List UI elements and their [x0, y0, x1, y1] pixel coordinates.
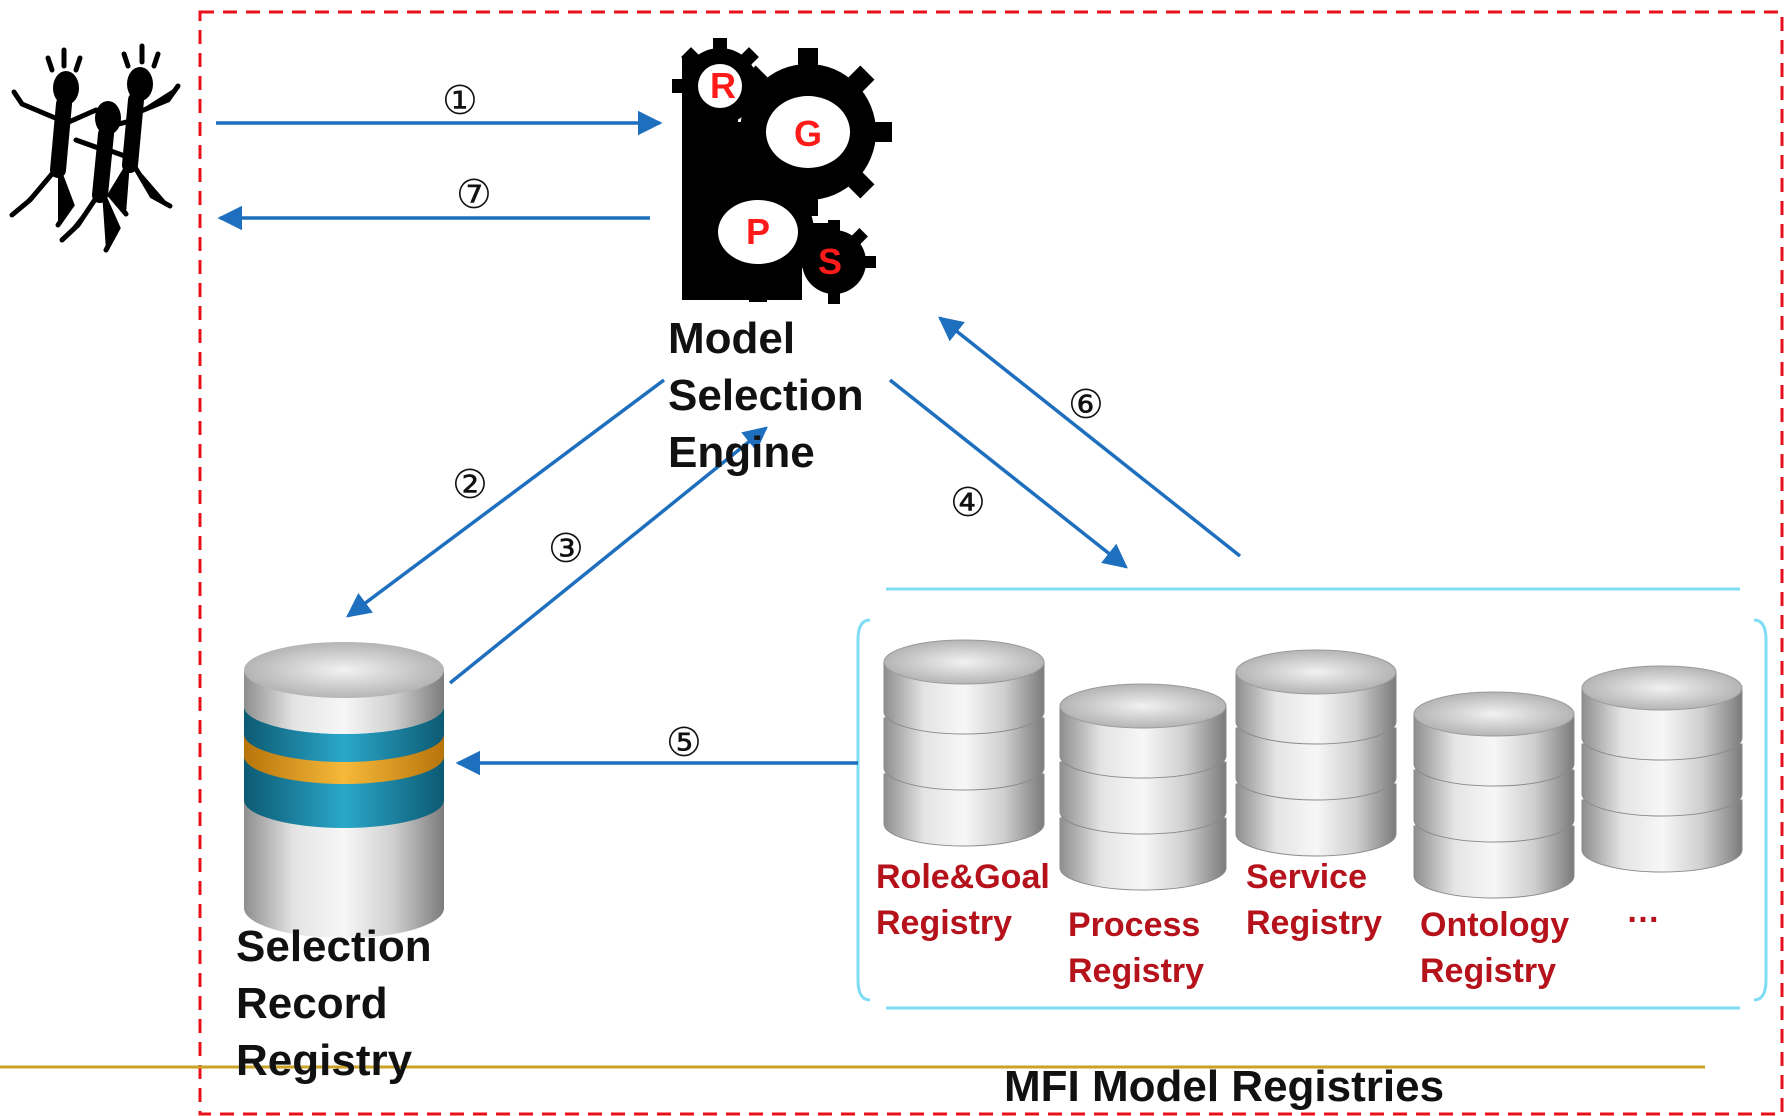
engine-label-line-3: Engine — [668, 428, 815, 477]
selection-registry-line-2: Record — [236, 979, 388, 1028]
registry-label-role-goal: Role&Goal Registry — [876, 854, 1050, 946]
registry-label-role-goal-line-1: Role&Goal — [876, 858, 1050, 896]
registry-label-role-goal-line-2: Registry — [876, 904, 1013, 942]
registry-label-service-line-1: Service — [1246, 858, 1367, 896]
registry-database-service — [1235, 649, 1397, 857]
arrow-step-4 — [888, 378, 1128, 569]
selection-registry-line-1: Selection — [236, 922, 432, 971]
registry-label-process: Process Registry — [1068, 902, 1204, 994]
step-label-5: ⑤ — [666, 720, 702, 766]
system-boundary — [198, 10, 1784, 1116]
registry-label-more: … — [1626, 888, 1660, 934]
arrow-step-3 — [448, 426, 768, 685]
registry-label-service: Service Registry — [1246, 854, 1382, 946]
gear-letter-s: S — [818, 241, 842, 282]
database-icon — [244, 642, 444, 938]
registry-database-ontology — [1413, 691, 1575, 899]
registry-label-more-line-1: … — [1626, 892, 1660, 930]
selection-registry-label: Selection Record Registry — [236, 918, 432, 1089]
step-label-2: ② — [452, 462, 488, 508]
engine-label-line-1: Model — [668, 314, 796, 363]
registry-label-service-line-2: Registry — [1246, 904, 1383, 942]
gear-letter-g: G — [794, 113, 822, 154]
step-label-7: ⑦ — [456, 172, 492, 218]
registry-label-ontology-line-2: Registry — [1420, 952, 1557, 990]
registry-database-process — [1059, 683, 1227, 891]
arrow-step-2 — [346, 378, 666, 618]
gears-icon: R G P S — [672, 38, 892, 304]
model-registries-title: MFI Model Registries — [1004, 1062, 1445, 1111]
registry-label-process-line-2: Registry — [1068, 952, 1205, 990]
dancing-users-icon — [9, 43, 181, 253]
registry-databases — [883, 639, 1743, 899]
registry-label-ontology: Ontology Registry — [1420, 902, 1569, 994]
registry-label-process-line-1: Process — [1068, 906, 1201, 944]
selection-registry-line-3: Registry — [236, 1036, 413, 1085]
model-registries-frame — [856, 587, 1768, 1010]
registry-database-role-goal — [883, 639, 1045, 847]
step-label-4: ④ — [950, 480, 986, 526]
gear-letter-r: R — [710, 65, 736, 106]
gear-letter-p: P — [746, 211, 770, 252]
registry-database-more — [1581, 665, 1743, 873]
engine-label: Model Selection Engine — [668, 310, 864, 481]
step-label-1: ① — [442, 78, 478, 124]
arrow-step-6 — [938, 316, 1242, 558]
step-label-3: ③ — [548, 526, 584, 572]
engine-label-line-2: Selection — [668, 371, 864, 420]
registry-label-ontology-line-1: Ontology — [1420, 906, 1570, 944]
flow-arrows — [216, 110, 1242, 776]
step-label-6: ⑥ — [1068, 382, 1104, 428]
